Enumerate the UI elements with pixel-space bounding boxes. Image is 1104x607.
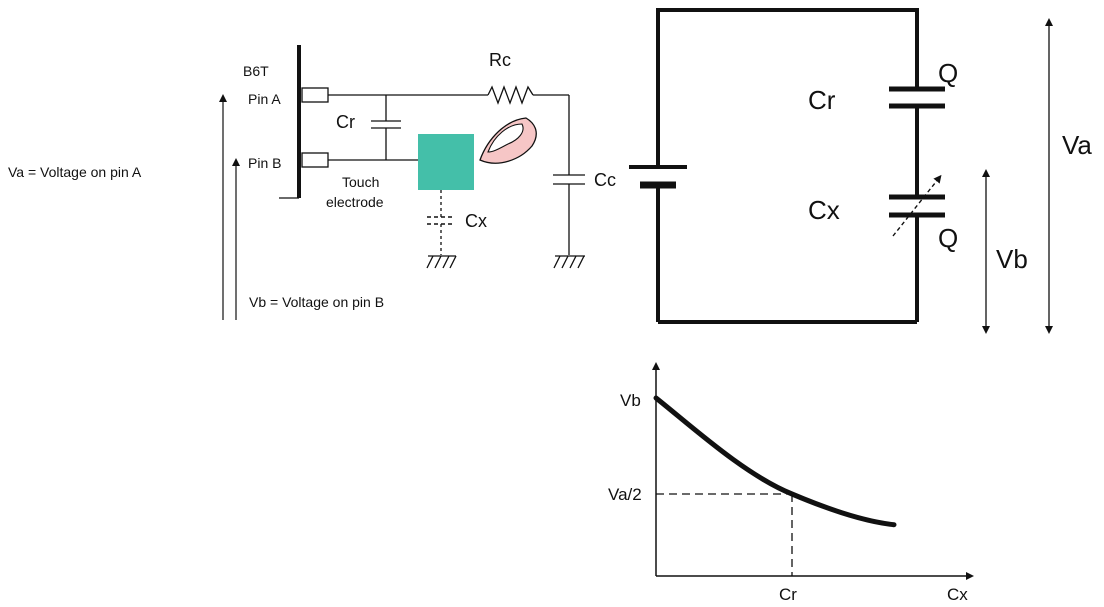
equivalent-circuit: Cr Q Cx Q Va Vb [629,8,1092,334]
vb-caption: Vb = Voltage on pin B [249,294,384,310]
electrode-label-line2: electrode [326,194,384,210]
vb-curve [653,395,897,528]
variable-arrow [892,174,942,237]
cc-capacitor [553,174,585,255]
pin-b-label: Pin B [248,155,281,171]
pin-b-terminal [301,152,329,168]
va-caption: Va = Voltage on pin A [8,164,142,180]
touch-electrode [418,134,474,190]
cx-capacitor [427,190,455,255]
cc-ground-symbol [553,255,585,269]
eq-va-label: Va [1062,130,1092,160]
electrode-label-line1: Touch [342,174,379,190]
eq-vb-label: Vb [996,244,1028,274]
cx-label: Cx [465,211,487,231]
vb-vs-cx-graph: Vb Va/2 Cr Cx [608,362,974,604]
cr-label: Cr [336,112,355,132]
rc-resistor [487,85,534,105]
graph-y-label: Vb [620,391,641,410]
eq-q-top-label: Q [938,58,958,88]
chip-label: B6T [243,63,269,79]
eq-cr-label: Cr [808,85,836,115]
graph-x-label: Cx [947,585,968,604]
pin-a-label: Pin A [248,91,281,107]
rc-label: Rc [489,50,511,70]
graph-y-mark: Va/2 [608,485,642,504]
cx-ground-symbol [426,255,457,269]
finger-icon [479,117,537,164]
pin-a-terminal [301,87,329,103]
cr-capacitor [371,95,401,160]
touch-circuit: B6T Pin A Pin B Rc Cc [8,45,616,320]
graph-x-mark: Cr [779,585,797,604]
cc-label: Cc [594,170,616,190]
eq-cx-label: Cx [808,195,840,225]
eq-q-bottom-label: Q [938,223,958,253]
